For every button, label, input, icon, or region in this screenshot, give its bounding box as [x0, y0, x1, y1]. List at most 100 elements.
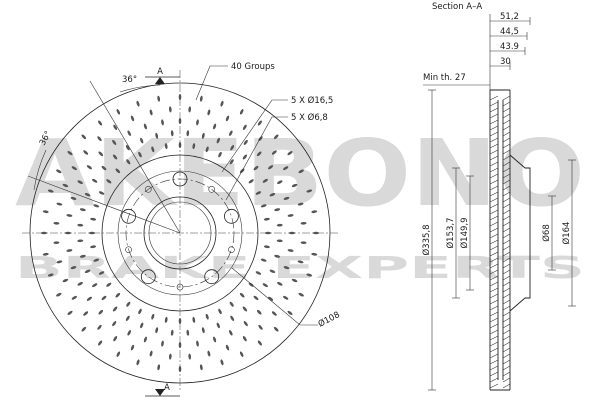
hatch-line	[489, 269, 499, 275]
vent-hole	[300, 221, 307, 225]
hatch-line	[489, 263, 499, 269]
hatch-line	[502, 137, 511, 143]
min-thickness-label: Min th. 27	[423, 73, 466, 83]
hatch-line	[502, 161, 511, 167]
hatch-line	[502, 215, 511, 221]
vent-hole	[101, 295, 107, 301]
hatch-line	[502, 371, 511, 377]
vent-hole	[257, 340, 262, 346]
angle-label-1: 36°	[122, 75, 137, 85]
vent-hole	[201, 132, 205, 139]
vent-hole	[274, 254, 281, 258]
vent-hole	[253, 295, 259, 301]
vent-hole	[47, 189, 54, 193]
vent-hole	[263, 217, 270, 221]
hatch-line	[502, 245, 511, 251]
vent-hole	[199, 364, 203, 371]
vent-hole	[297, 202, 304, 206]
angle-ref-line-2	[27, 175, 181, 234]
vent-hole	[98, 271, 105, 275]
vent-hole	[287, 151, 293, 156]
vent-hole	[178, 118, 182, 124]
vent-hole	[161, 119, 164, 126]
hatch-line	[489, 281, 499, 287]
vent-hole	[79, 254, 86, 258]
hatch-line	[502, 119, 511, 125]
vent-hole	[283, 295, 289, 300]
vent-hole	[77, 180, 83, 184]
vent-hole	[255, 191, 262, 195]
hatch-line	[502, 155, 511, 161]
vent-hole	[56, 169, 62, 174]
vent-hole	[113, 336, 118, 342]
hatch-line	[489, 299, 499, 305]
width-dim-label: 44,5	[500, 27, 519, 37]
vent-hole	[260, 258, 267, 262]
vent-hole	[77, 223, 84, 227]
vent-hole	[205, 313, 209, 320]
vent-hole	[86, 165, 92, 170]
hatch-line	[502, 221, 511, 227]
vent-hole	[196, 119, 199, 126]
small-holes-leader	[225, 116, 288, 201]
width-dim-label: 43.9	[500, 42, 519, 52]
hatch-line	[489, 191, 499, 197]
hatch-line	[502, 383, 511, 389]
hatch-line	[489, 167, 499, 173]
vent-hole	[136, 359, 140, 366]
vent-hole	[106, 282, 112, 287]
small-hole	[125, 246, 132, 253]
hatch-line	[489, 95, 499, 101]
hatch-line	[489, 335, 499, 341]
vent-hole	[116, 109, 121, 115]
vent-hole	[192, 143, 196, 150]
vent-hole	[151, 146, 155, 153]
hatch-line	[502, 233, 511, 239]
hatch-line	[489, 125, 499, 131]
hatch-line	[489, 227, 499, 233]
vent-hole	[242, 336, 247, 342]
vent-hole	[188, 106, 192, 113]
hatch-line	[489, 197, 499, 203]
vent-hole	[178, 94, 182, 100]
hatch-line	[502, 341, 511, 347]
watermark-bottom: BRAKE EXPERTS	[15, 251, 585, 286]
vent-hole	[311, 210, 318, 214]
vent-hole	[262, 283, 268, 288]
vent-hole	[239, 351, 244, 357]
vent-hole	[256, 309, 262, 315]
vent-hole	[287, 214, 294, 217]
ventilation-holes	[41, 94, 319, 372]
vent-hole	[269, 193, 276, 197]
small-hole	[208, 186, 215, 193]
vent-hole	[168, 353, 172, 360]
vent-hole	[269, 269, 276, 273]
vent-hole	[230, 315, 235, 321]
vent-hole	[207, 109, 211, 116]
vent-hole	[143, 336, 147, 343]
vent-hole	[229, 130, 233, 136]
vent-hole	[188, 353, 192, 360]
vent-hole	[207, 350, 211, 357]
hatch-line	[502, 125, 511, 131]
vent-hole	[273, 326, 279, 332]
width-dim-label: 51,2	[500, 12, 519, 22]
vent-hole	[242, 124, 247, 130]
vent-hole	[155, 132, 159, 139]
vent-hole	[260, 204, 267, 208]
vent-hole	[268, 165, 274, 170]
bolt-hole	[223, 208, 239, 224]
vent-hole	[311, 252, 318, 256]
hatch-line	[502, 293, 511, 299]
vent-hole	[248, 179, 254, 184]
width-dimensions: 51,244,543.930	[489, 12, 531, 90]
diameter-dim-label: Ø149,9	[459, 217, 470, 248]
vent-hole	[53, 221, 60, 225]
vent-hole	[81, 134, 87, 140]
vent-hole	[271, 311, 277, 316]
vent-hole	[239, 292, 245, 298]
vent-hole	[291, 278, 298, 283]
vent-hole	[170, 329, 174, 336]
vent-hole	[256, 151, 262, 157]
